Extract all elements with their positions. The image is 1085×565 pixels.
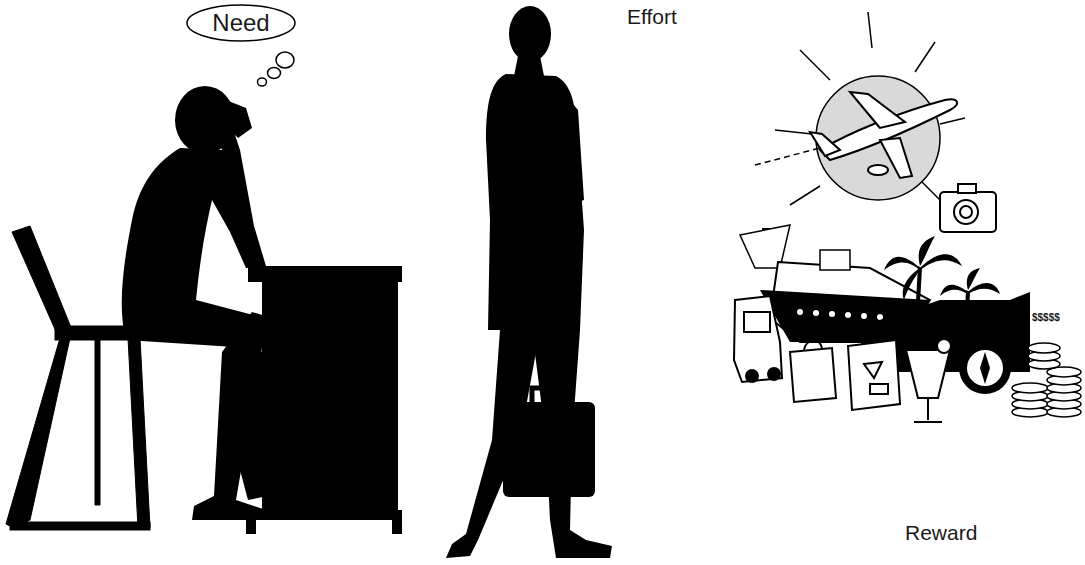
seated-person-silhouette <box>122 86 282 520</box>
reward-collage <box>734 12 1081 422</box>
caption-label: Reward <box>905 521 977 545</box>
caption-label: Effort <box>627 5 677 29</box>
desk-silhouette <box>246 266 402 534</box>
airplane <box>810 92 957 178</box>
node-text: Need <box>212 9 269 37</box>
drink-glass <box>906 339 951 422</box>
flight-path <box>755 148 820 165</box>
compass <box>959 342 1011 394</box>
money-sign-text: $$$$$ <box>1032 312 1060 323</box>
thought-bubbles <box>258 52 295 86</box>
thought-ellipse: Need <box>186 4 296 42</box>
coin-stacks <box>1012 343 1081 417</box>
luggage <box>790 333 900 410</box>
briefcase <box>503 388 595 497</box>
sun-rays <box>775 12 965 205</box>
bus <box>734 296 782 382</box>
walking-man-silhouette <box>446 6 612 558</box>
camera <box>940 184 996 232</box>
